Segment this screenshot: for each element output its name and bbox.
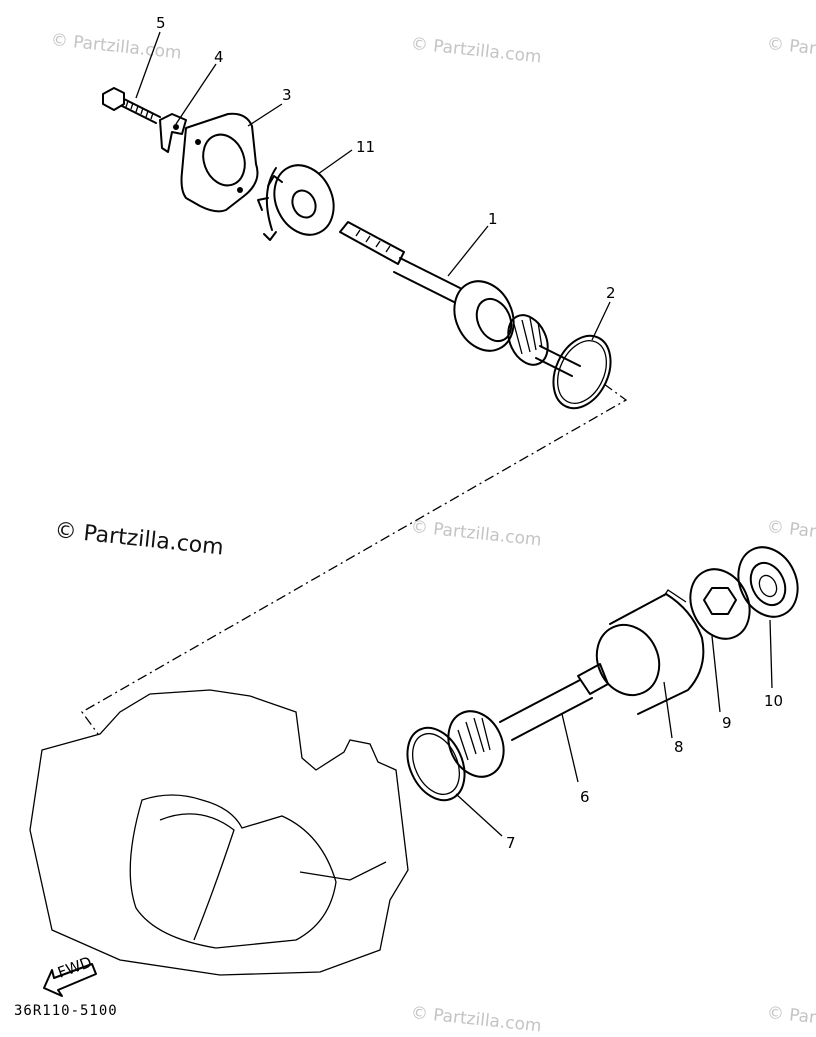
- callout-2: 2: [606, 284, 616, 302]
- part-4-lock-washer[interactable]: [159, 113, 187, 153]
- callout-10: 10: [764, 692, 783, 710]
- fwd-arrow-icon: FWD: [43, 953, 97, 997]
- leader-lines: [135, 31, 773, 837]
- callout-11: 11: [356, 138, 375, 156]
- callout-4: 4: [214, 48, 224, 66]
- part-1-drive-shaft[interactable]: [339, 221, 581, 377]
- part-3-plate[interactable]: [180, 112, 259, 213]
- part-10-bearing[interactable]: [727, 538, 808, 627]
- callout-5: 5: [156, 14, 166, 32]
- part-11-collar[interactable]: [257, 156, 345, 245]
- callout-8: 8: [674, 738, 684, 756]
- part-8-housing[interactable]: [586, 589, 705, 715]
- reference-line: [81, 383, 628, 735]
- diagram-code: 36R110-5100: [14, 1003, 118, 1019]
- part-2-circlip[interactable]: [542, 327, 621, 418]
- callout-6: 6: [580, 788, 590, 806]
- engine-outline: [29, 689, 409, 976]
- callout-7: 7: [506, 834, 516, 852]
- part-5-bolt[interactable]: [102, 87, 161, 124]
- part-9-washer[interactable]: [679, 560, 760, 649]
- callout-3: 3: [282, 86, 292, 104]
- callout-1: 1: [488, 210, 498, 228]
- callout-9: 9: [722, 714, 732, 732]
- part-7-circlip[interactable]: [396, 719, 475, 810]
